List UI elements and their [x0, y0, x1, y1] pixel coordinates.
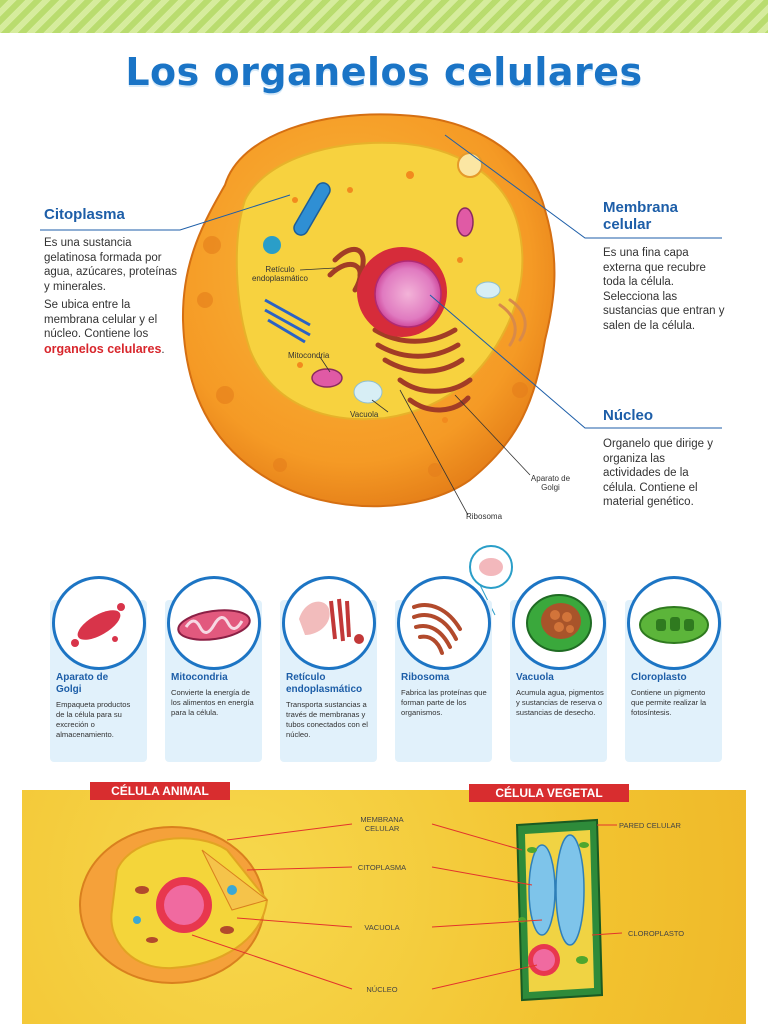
card-mitocondria: Mitocondria Convierte la energía de los …	[165, 576, 262, 762]
main-cell-illustration	[40, 113, 722, 516]
card-text-reticulo: Transporta sustancias a través de membra…	[286, 700, 368, 739]
card-text-ribosoma: Fabrica las proteínas que forman parte d…	[401, 688, 487, 717]
card-aparato-golgi: Aparato de Golgi Empaqueta productos de …	[50, 576, 147, 762]
nucleo-heading: Núcleo	[603, 407, 654, 424]
card-image-golgi	[52, 576, 146, 670]
card-title-mitocondria: Mitocondria	[171, 672, 228, 683]
nucleo-description: Organelo que dirige y organiza las activ…	[603, 438, 713, 508]
label-cloroplasto: CLOROPLASTO	[628, 929, 685, 938]
card-title-golgi: Aparato de Golgi	[56, 672, 109, 695]
label-aparato: Aparato de Golgi	[530, 474, 571, 492]
card-ribosoma: Ribosoma Fabrica las proteínas que forma…	[395, 576, 492, 762]
card-text-mitocondria: Convierte la energía de los alimentos en…	[171, 688, 254, 717]
label-nucleo: NÚCLEO	[366, 985, 398, 994]
citoplasma-paragraph-1: Es una sustancia gelatinosa formada por …	[44, 237, 177, 293]
label-reticulo: Retículo endoplasmático	[251, 265, 309, 283]
card-image-reticulo	[282, 576, 376, 670]
label-ribosoma: Ribosoma	[466, 512, 503, 521]
label-citoplasma: CITOPLASMA	[357, 863, 407, 872]
card-image-ribosoma	[397, 576, 491, 670]
citoplasma-paragraph-2: Se ubica entre la membrana celular y el …	[44, 298, 179, 357]
card-image-mitocondria	[167, 576, 261, 670]
animal-cell-banner: CÉLULA ANIMAL	[90, 782, 230, 800]
card-image-vacuola	[512, 576, 606, 670]
card-image-cloroplasto	[627, 576, 721, 670]
card-title-vacuola: Vacuola	[516, 672, 554, 683]
membrana-description: Es una fina capa externa que recubre tod…	[603, 247, 725, 332]
label-pared-celular: PARED CELULAR	[619, 821, 681, 830]
card-text-cloroplasto: Contiene un pigmento que permite realiza…	[631, 688, 707, 717]
label-mitocondria: Mitocondria	[288, 351, 330, 360]
organelos-highlight: organelos celulares	[44, 341, 162, 356]
comparison-illustration	[79, 818, 623, 1002]
card-text-vacuola: Acumula agua, pigmentos y sustancias de …	[516, 688, 604, 717]
citoplasma-description: Es una sustancia gelatinosa formada por …	[44, 236, 179, 361]
citoplasma-p2-start: Se ubica entre la membrana celular y el …	[44, 299, 158, 340]
membrana-heading: Membrana celular	[603, 199, 679, 233]
citoplasma-heading: Citoplasma	[44, 206, 125, 223]
comparison-panel: CÉLULA ANIMAL CÉLULA VEGETAL MEMBRANA CE…	[22, 782, 746, 1024]
page-title: Los organelos celulares	[125, 50, 643, 94]
citoplasma-p2-end: .	[161, 343, 165, 356]
card-text-golgi: Empaqueta productos de la célula para su…	[56, 700, 131, 739]
card-reticulo: Retículo endoplasmático Transporta susta…	[280, 576, 377, 762]
card-vacuola: Vacuola Acumula agua, pigmentos y sustan…	[510, 576, 607, 762]
card-title-ribosoma: Ribosoma	[401, 672, 450, 683]
top-stripe	[0, 0, 768, 33]
card-title-reticulo: Retículo endoplasmático	[286, 672, 363, 695]
ribosome-zoom-bubble	[457, 545, 513, 616]
vegetal-cell-banner: CÉLULA VEGETAL	[469, 784, 629, 802]
card-title-cloroplasto: Cloroplasto	[631, 672, 687, 683]
label-membrana-celular: MEMBRANA CELULAR	[360, 815, 404, 833]
label-vacuola: Vacuola	[350, 410, 379, 419]
card-cloroplasto: Cloroplasto Contiene un pigmento que per…	[625, 576, 722, 762]
label-vacuola: VACUOLA	[364, 923, 400, 932]
